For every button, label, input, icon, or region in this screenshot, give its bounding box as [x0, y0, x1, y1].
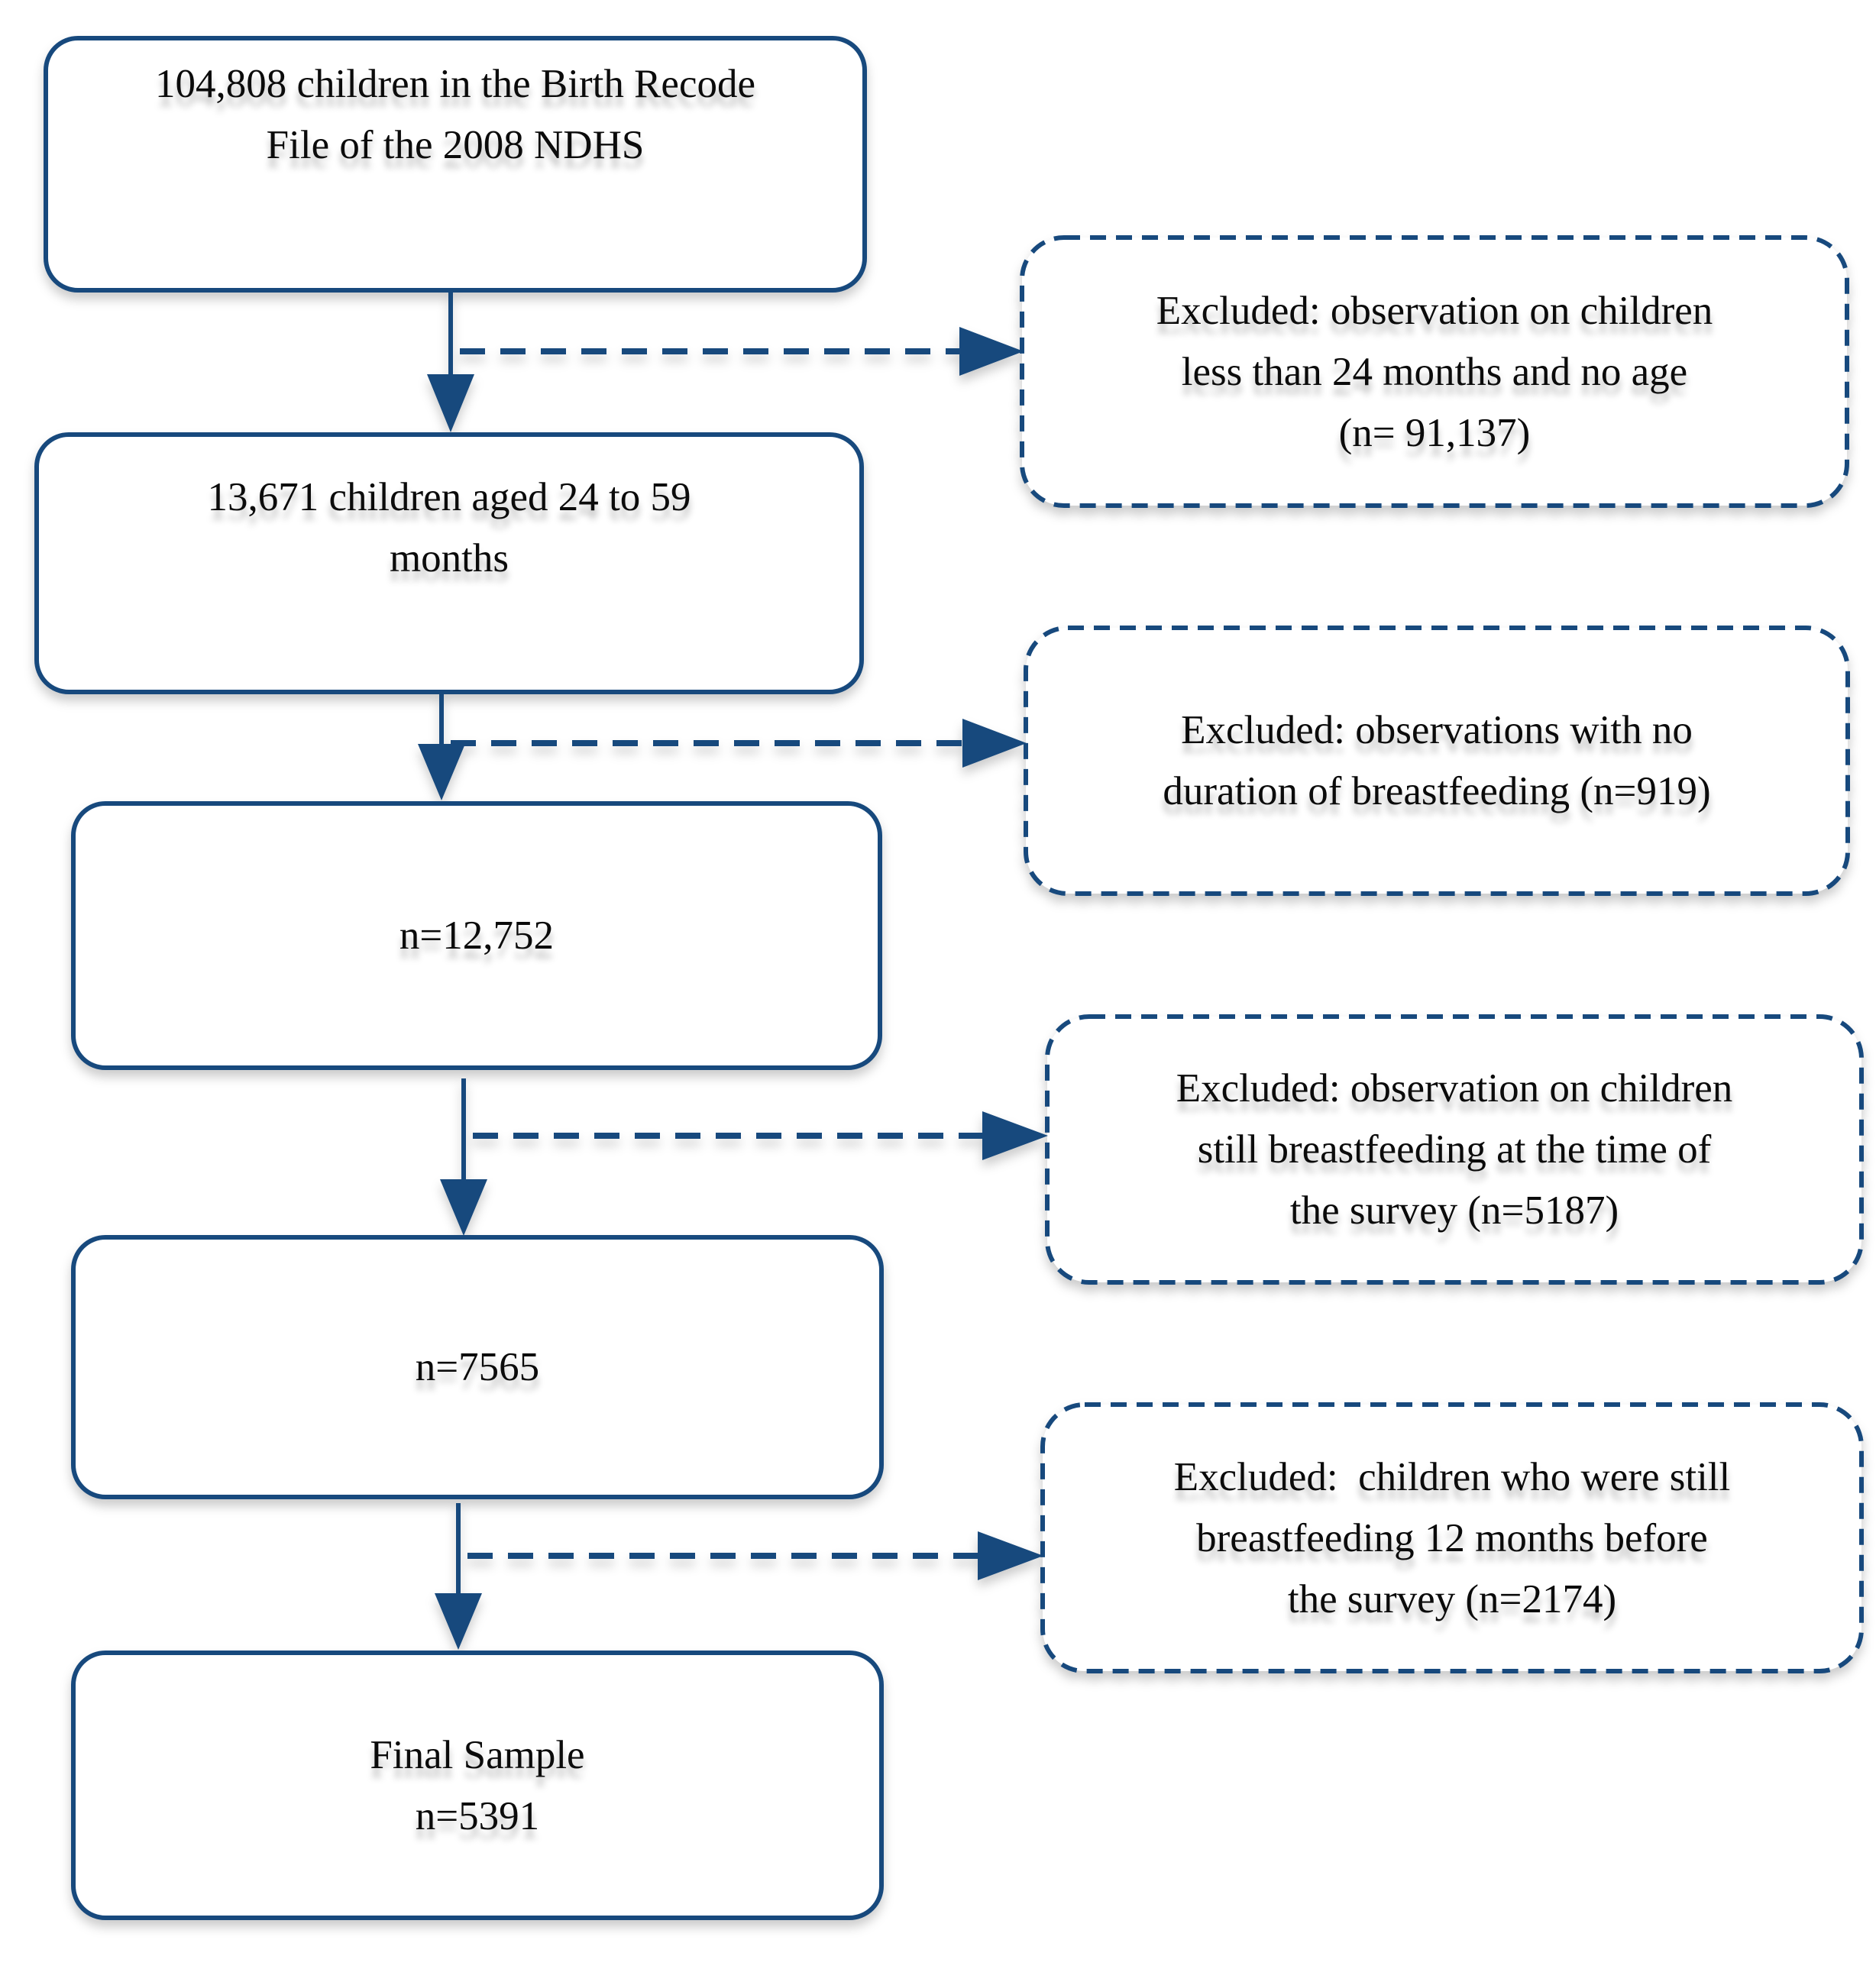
- exclusion-arrow-2: [451, 719, 1027, 768]
- box-outline-n-12752: [71, 801, 882, 1070]
- exclusion-box-under-24-no-age: Excluded: observation on children less t…: [1156, 288, 1713, 455]
- exclusion-box-still-bf-at-survey: Excluded: observation on children still …: [1176, 1066, 1733, 1233]
- down-arrow-1: [427, 292, 474, 432]
- flow-box-n-12752: n=12,752: [399, 913, 555, 958]
- box-outline-final-sample: [71, 1651, 884, 1920]
- flow-box-final-sample: Final Sample n=5391: [370, 1732, 585, 1838]
- flow-box-aged-24-59: 13,671 children aged 24 to 59 months: [207, 475, 691, 580]
- down-arrow-3: [440, 1078, 487, 1236]
- down-arrow-4: [435, 1503, 482, 1650]
- flow-box-n-7565: n=7565: [415, 1345, 540, 1389]
- box-outline-excluded-no-duration: [1024, 626, 1850, 896]
- exclusion-box-no-bf-duration: Excluded: observations with no duration …: [1163, 708, 1711, 813]
- box-outline-n-7565: [71, 1235, 884, 1499]
- flow-box-birth-recode-total: 104,808 children in the Birth Recode Fil…: [155, 62, 755, 167]
- box-outline-aged-24-59: [34, 432, 864, 694]
- exclusion-arrow-1: [460, 327, 1024, 376]
- box-outline-excluded-bf-12mo: [1040, 1402, 1864, 1673]
- exclusion-arrow-3: [473, 1111, 1048, 1160]
- down-arrow-2: [418, 694, 465, 800]
- exclusion-box-bf-12-months-before: Excluded: children who were still breast…: [1173, 1454, 1731, 1621]
- box-outline-excluded-under-24: [1020, 235, 1849, 508]
- box-outline-birth-recode-total: [44, 36, 867, 293]
- exclusion-arrow-4: [467, 1531, 1043, 1580]
- box-outline-excluded-still-bf: [1045, 1014, 1864, 1285]
